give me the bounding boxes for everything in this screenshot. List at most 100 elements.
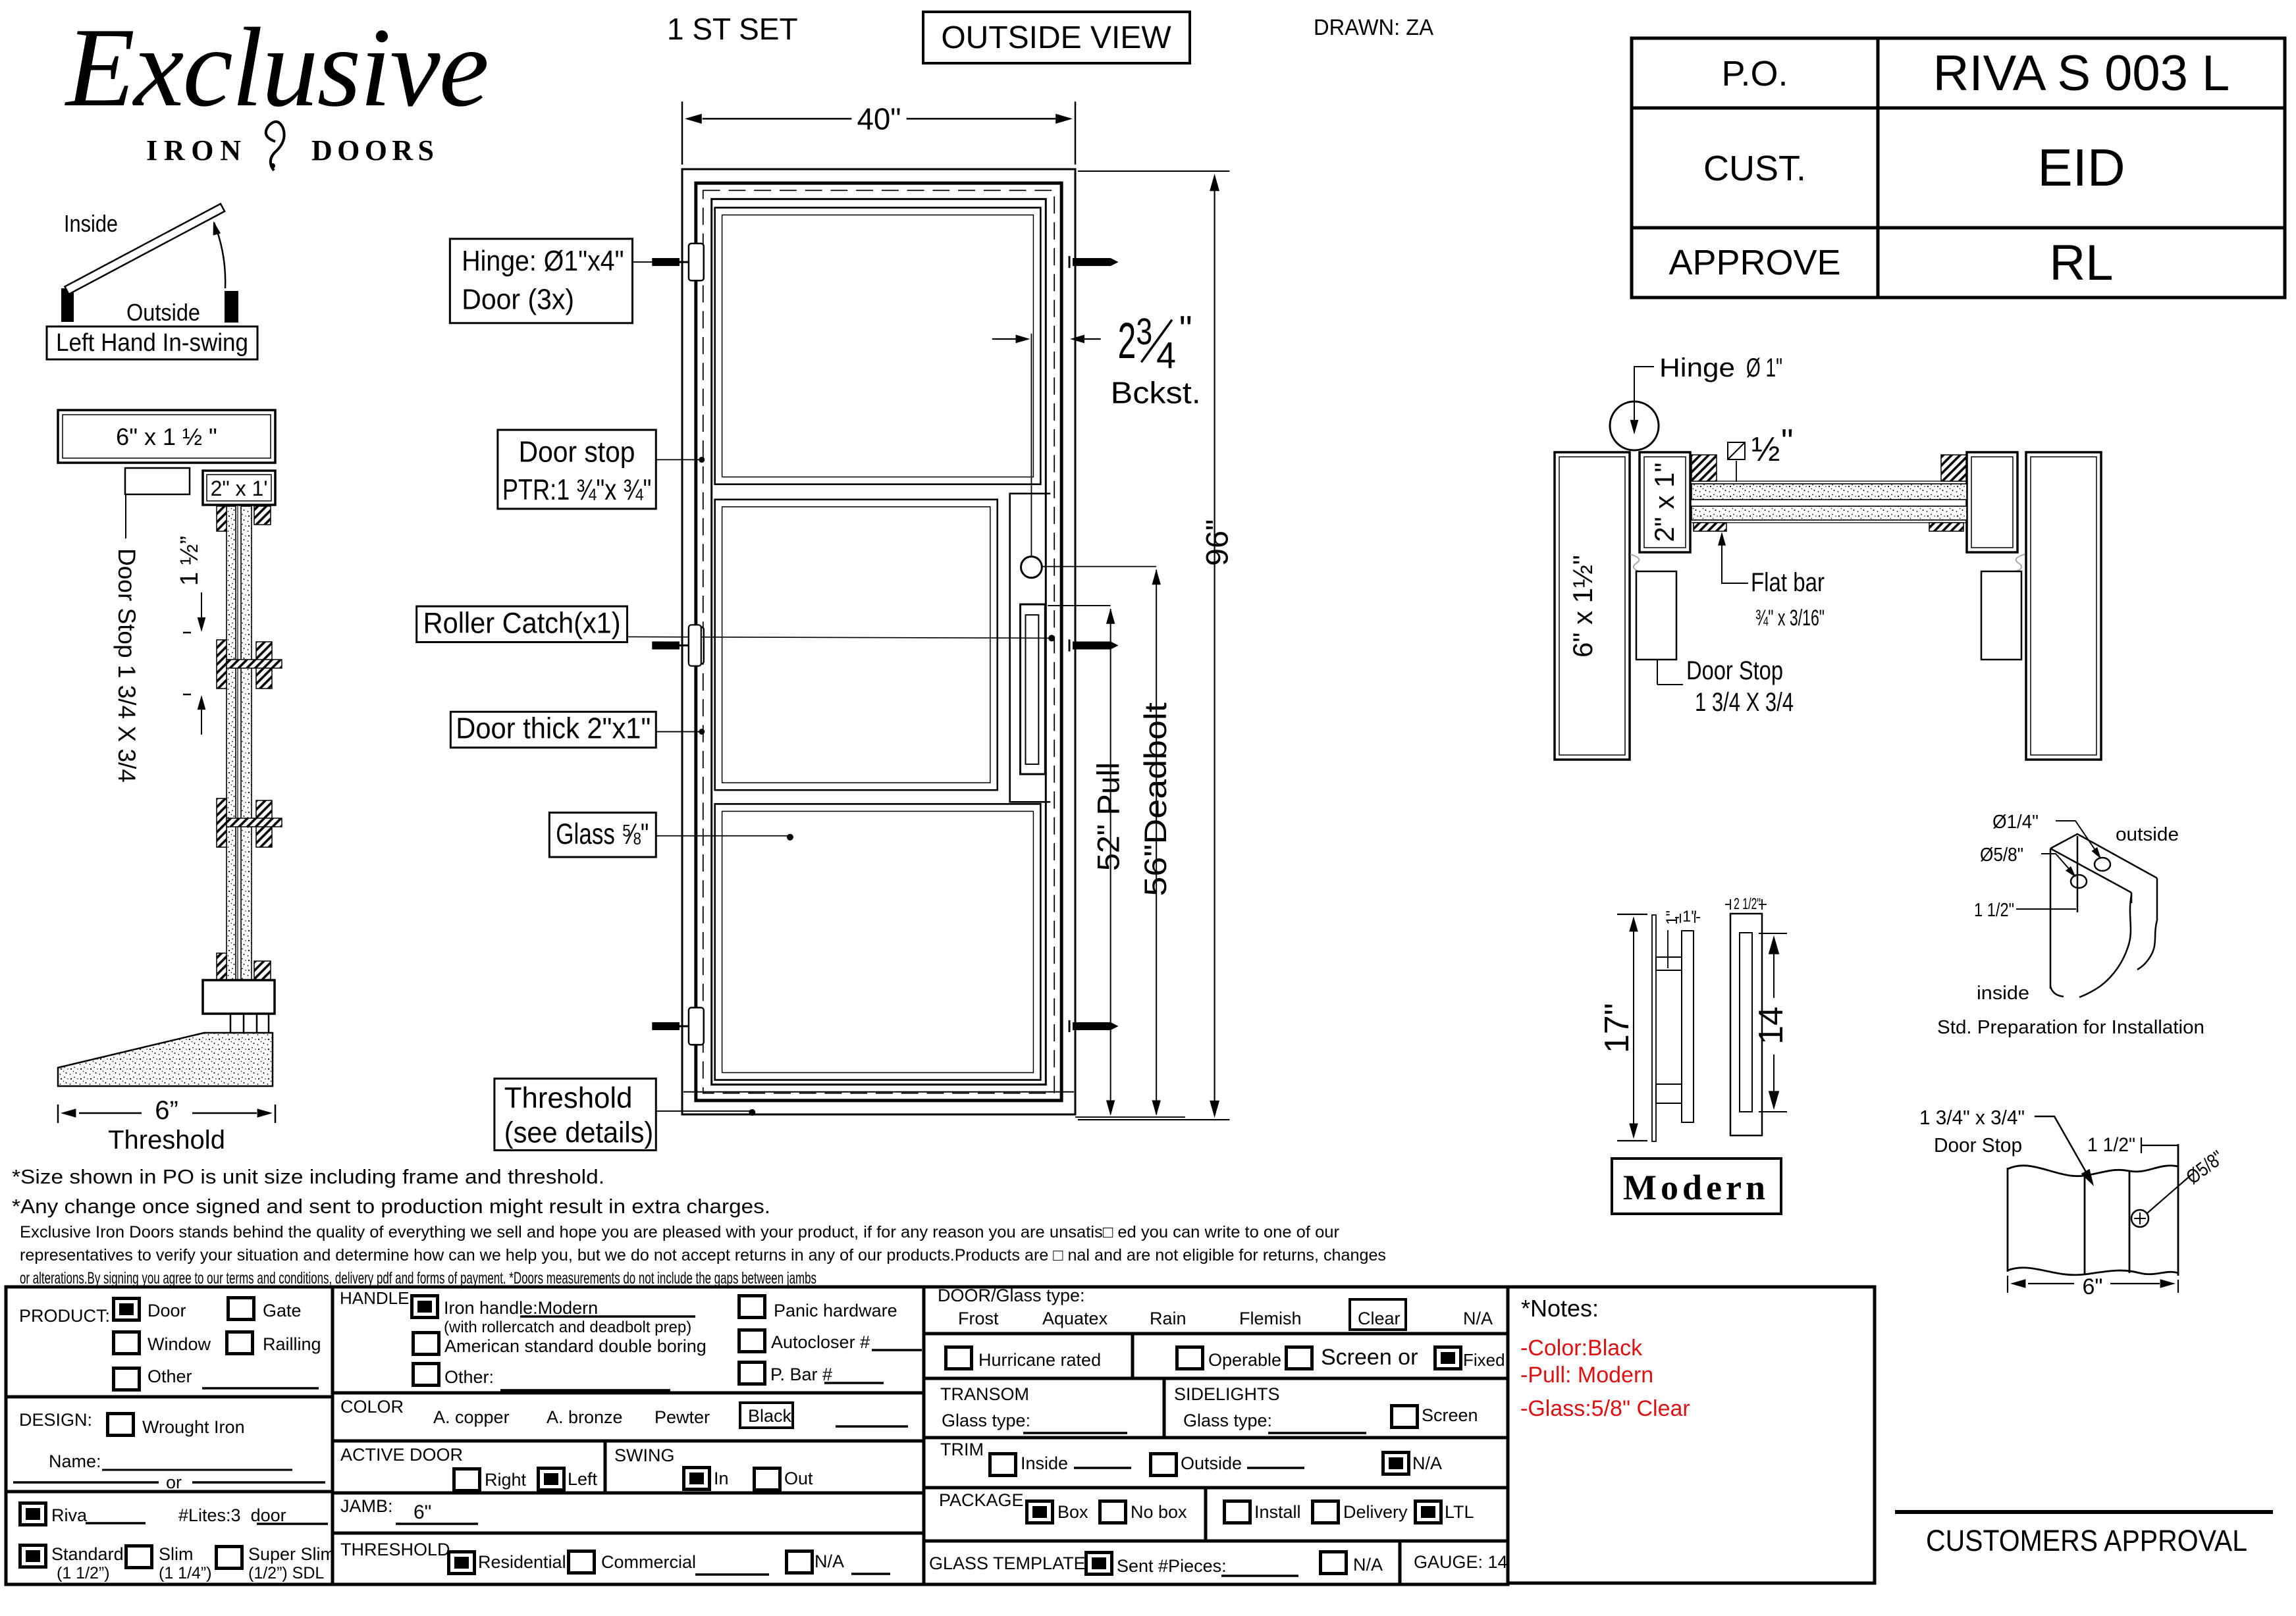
svg-text:Slim: Slim <box>159 1544 194 1564</box>
svg-text:Box: Box <box>1057 1502 1088 1522</box>
svg-text:Pewter: Pewter <box>654 1407 710 1427</box>
svg-text:-Color:Black: -Color:Black <box>1520 1336 1643 1361</box>
svg-text:N/A: N/A <box>814 1551 844 1571</box>
svg-text:Inside: Inside <box>1021 1453 1068 1473</box>
svg-text:1 1/2": 1 1/2" <box>2087 1134 2135 1156</box>
svg-text:Door thick 2"x1": Door thick 2"x1" <box>456 712 651 744</box>
svg-text:CUSTOMERS APPROVAL: CUSTOMERS APPROVAL <box>1926 1524 2247 1557</box>
svg-text:Glass type:: Glass type: <box>942 1411 1030 1430</box>
svg-text:HANDLE: HANDLE <box>340 1288 409 1308</box>
svg-text:56"Deadbolt: 56"Deadbolt <box>1138 702 1173 896</box>
svg-text:Commercial: Commercial <box>601 1552 696 1572</box>
svg-text:½: ½ <box>1751 430 1780 469</box>
svg-text:Bckst.: Bckst. <box>1111 375 1201 409</box>
svg-text:Door Stop: Door Stop <box>1934 1134 2022 1157</box>
svg-text:Glass type:: Glass type: <box>1183 1411 1272 1430</box>
svg-text:Operable: Operable <box>1208 1350 1281 1370</box>
svg-text:APPROVE: APPROVE <box>1669 243 1840 282</box>
svg-text:Roller Catch(x1): Roller Catch(x1) <box>423 607 621 639</box>
svg-text:(with rollercatch and deadbolt: (with rollercatch and deadbolt prep) <box>444 1318 691 1336</box>
svg-text:Standard: Standard <box>51 1544 124 1564</box>
svg-text:Hinge: Hinge <box>1659 353 1735 382</box>
svg-text:Gate: Gate <box>263 1301 302 1320</box>
svg-text:Threshold: Threshold <box>504 1082 633 1114</box>
svg-text:6": 6" <box>2083 1274 2103 1299</box>
svg-text:2" x 1': 2" x 1' <box>211 477 268 500</box>
svg-text:Window: Window <box>147 1334 211 1354</box>
svg-text:Frost: Frost <box>958 1309 999 1328</box>
svg-text:6" x 1½": 6" x 1½" <box>1567 555 1598 658</box>
svg-text:17": 17" <box>1598 1003 1636 1053</box>
svg-text:Riva: Riva <box>51 1505 88 1525</box>
svg-text:COLOR: COLOR <box>340 1397 404 1417</box>
svg-text:-Glass:5/8" Clear: -Glass:5/8" Clear <box>1520 1396 1690 1421</box>
svg-text:LTL: LTL <box>1445 1502 1474 1522</box>
svg-text:1 1/2": 1 1/2" <box>1974 900 2014 921</box>
svg-text:*Size shown in PO is unit size: *Size shown in PO is unit size including… <box>12 1165 604 1188</box>
svg-text:GAUGE: 14: GAUGE: 14 <box>1414 1552 1508 1572</box>
svg-text:-Pull: Modern: -Pull: Modern <box>1520 1363 1653 1388</box>
svg-text:Threshold: Threshold <box>108 1126 225 1155</box>
svg-text:DESIGN:: DESIGN: <box>19 1410 92 1430</box>
svg-text:Exclusive: Exclusive <box>64 5 488 130</box>
svg-text:A. bronze: A. bronze <box>547 1407 623 1427</box>
svg-text:American standard double borin: American standard double boring <box>444 1336 707 1356</box>
svg-text:Black: Black <box>748 1406 792 1426</box>
svg-text:Super Slim: Super Slim <box>248 1544 335 1564</box>
svg-text:N/A: N/A <box>1463 1309 1493 1328</box>
svg-text:Door stop: Door stop <box>519 436 635 468</box>
svg-text:(1 1/4”): (1 1/4”) <box>159 1564 212 1582</box>
svg-text:*Notes:: *Notes: <box>1521 1295 1599 1322</box>
svg-text:PACKAGE: PACKAGE <box>939 1490 1024 1510</box>
svg-text:2: 2 <box>1118 313 1136 370</box>
svg-text:Door Stop 1 3/4 X 3/4: Door Stop 1 3/4 X 3/4 <box>113 548 140 783</box>
svg-text:Left: Left <box>568 1469 598 1489</box>
svg-text:96": 96" <box>1200 519 1235 566</box>
svg-text:Left Hand In-swing: Left Hand In-swing <box>56 329 248 357</box>
svg-text:or alterations.By signing you: or alterations.By signing you agree to o… <box>20 1269 816 1288</box>
svg-text:No box: No box <box>1131 1502 1187 1522</box>
svg-text:¾" x 3/16": ¾" x 3/16" <box>1755 606 1825 631</box>
svg-text:": " <box>1781 423 1793 461</box>
svg-text:Wrought Iron: Wrought Iron <box>142 1417 245 1437</box>
svg-text:1 ST SET: 1 ST SET <box>667 12 798 46</box>
svg-text:P.O.: P.O. <box>1721 54 1788 93</box>
svg-text:40": 40" <box>857 101 901 136</box>
svg-text:Clear: Clear <box>1358 1309 1401 1328</box>
svg-text:Inside: Inside <box>64 210 118 237</box>
svg-text:SIDELIGHTS: SIDELIGHTS <box>1174 1384 1280 1404</box>
svg-text:TRIM: TRIM <box>940 1440 984 1459</box>
svg-text:(1/2”) SDL: (1/2”) SDL <box>248 1564 324 1582</box>
svg-text:Ø1/4": Ø1/4" <box>1992 812 2039 833</box>
svg-text:Out: Out <box>784 1469 813 1488</box>
svg-text:Residential: Residential <box>478 1552 566 1572</box>
svg-text:#Lites:3 door: #Lites:3 door <box>178 1505 286 1525</box>
svg-text:inside: inside <box>1977 983 2029 1004</box>
svg-text:6" x 1 ½ ": 6" x 1 ½ " <box>116 423 217 450</box>
svg-text:RL: RL <box>2049 235 2113 291</box>
svg-text:DOOR/Glass type:: DOOR/Glass type: <box>938 1286 1085 1305</box>
svg-text:Fixed: Fixed <box>1463 1350 1505 1370</box>
svg-text:3: 3 <box>1136 311 1152 352</box>
svg-text:": " <box>1179 308 1192 350</box>
svg-text:Install: Install <box>1254 1502 1301 1522</box>
svg-text:P. Bar #: P. Bar # <box>770 1365 832 1384</box>
svg-text:In: In <box>714 1469 729 1488</box>
svg-text:Delivery: Delivery <box>1343 1502 1408 1522</box>
svg-text:52" Pull: 52" Pull <box>1092 762 1127 871</box>
svg-text:Flemish: Flemish <box>1239 1309 1302 1328</box>
svg-text:JAMB:: JAMB: <box>340 1496 393 1516</box>
svg-text:(see details): (see details) <box>504 1116 653 1149</box>
svg-text:EID: EID <box>2037 138 2125 197</box>
svg-text:DRAWN: ZA: DRAWN: ZA <box>1314 15 1433 40</box>
svg-text:outside: outside <box>2116 824 2179 845</box>
svg-text:1 3/4 X 3/4: 1 3/4 X 3/4 <box>1695 688 1794 717</box>
svg-text:THRESHOLD: THRESHOLD <box>340 1540 450 1559</box>
svg-text:Ø5/8": Ø5/8" <box>1980 845 2023 866</box>
svg-text:Aquatex: Aquatex <box>1042 1309 1108 1328</box>
svg-text:N/A: N/A <box>1353 1555 1383 1575</box>
svg-text:PTR:1 ¾"x ¾": PTR:1 ¾"x ¾" <box>502 474 651 506</box>
svg-text:Std. Preparation for Installat: Std. Preparation for Installation <box>1937 1017 2204 1038</box>
svg-text:6": 6" <box>414 1501 431 1523</box>
svg-text:2 1/2": 2 1/2" <box>1734 895 1761 913</box>
